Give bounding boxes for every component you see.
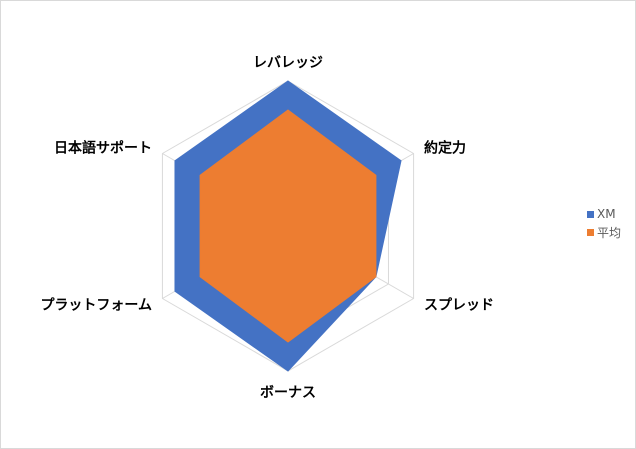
legend-label-xm: XM <box>597 207 616 221</box>
legend-swatch-average <box>587 228 594 236</box>
legend-swatch-xm <box>587 210 594 218</box>
axis-labels: レバレッジ 約定力 スプレッド ボーナス プラットフォーム 日本語サポート <box>40 55 494 401</box>
legend-item-xm: XM <box>587 205 621 223</box>
legend-item-average: 平均 <box>587 223 621 241</box>
axis-label-execution: 約定力 <box>424 140 466 157</box>
legend: XM 平均 <box>587 205 621 241</box>
axis-label-leverage: レバレッジ <box>253 55 323 71</box>
axis-label-bonus: ボーナス <box>260 385 316 401</box>
legend-label-average: 平均 <box>597 225 622 240</box>
axis-label-japanese-support: 日本語サポート <box>54 140 152 157</box>
axis-label-spread: スプレッド <box>424 298 494 314</box>
radar-series <box>174 80 402 372</box>
axis-label-platform: プラットフォーム <box>40 298 152 314</box>
series-area-average <box>199 109 377 343</box>
